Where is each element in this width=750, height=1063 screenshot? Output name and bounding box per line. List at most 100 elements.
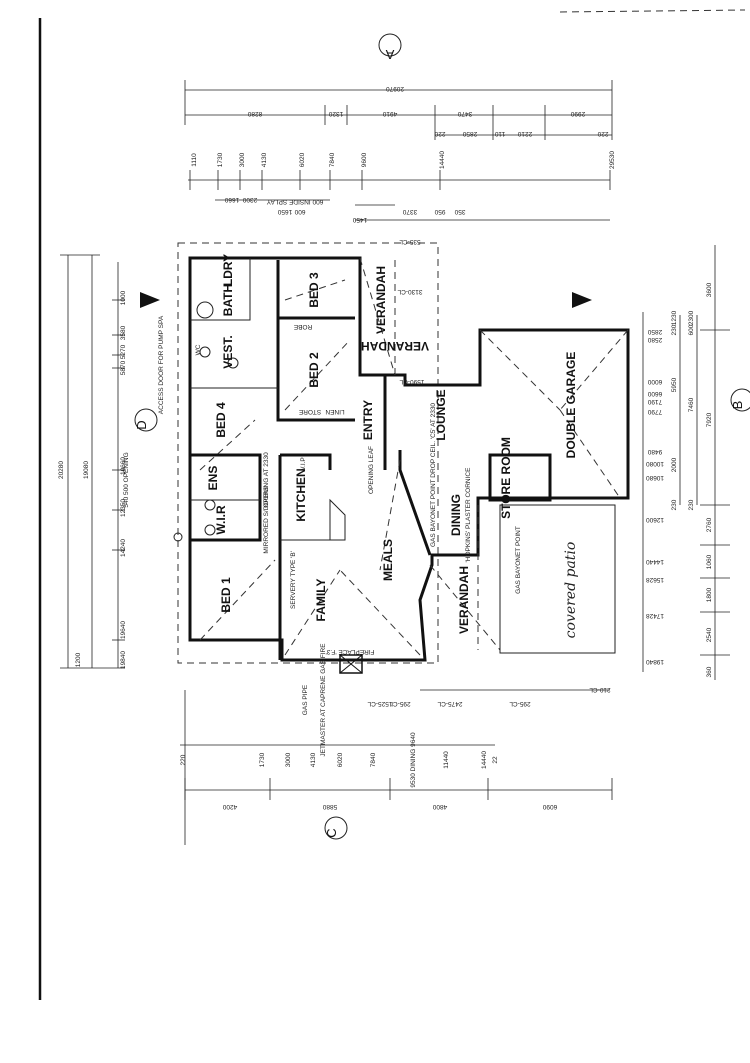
house-walls	[177, 242, 630, 664]
grid-marker-b: B	[730, 401, 745, 410]
room-label-wip: W.I.P	[300, 457, 307, 473]
dim-top-small: 110	[494, 130, 505, 137]
ceiling-note: 2475-CL	[437, 700, 462, 707]
dim-left-overall: 20280	[58, 461, 65, 479]
dim-top-chain: 3000	[239, 152, 246, 167]
dim-right-c: 1060	[706, 554, 713, 569]
dim-right-c: 2760	[706, 517, 713, 532]
ceiling-note: 295-CL	[509, 700, 531, 707]
dim-left-chain: 19840	[120, 651, 127, 669]
room-label-bed-3: BED 3	[307, 272, 321, 308]
dim-top-chain: 4130	[261, 152, 268, 167]
room-label-dining: DINING	[449, 494, 463, 536]
room-label-laundry: LDRY	[221, 254, 235, 286]
dim-top-small: 220	[434, 130, 445, 137]
ceiling-note: 295-CL	[389, 700, 411, 707]
dim-right-b: 230	[688, 499, 695, 510]
left-dimensions	[60, 254, 125, 669]
dim-right-a: 230	[671, 324, 678, 335]
dim-bottom-chain: 11440	[443, 751, 450, 769]
dim-right-chain: 9480	[647, 448, 662, 455]
dim-right-a: 5950	[671, 377, 678, 392]
dim-right-chain: 6600	[647, 390, 662, 397]
handwritten-note-covered-patio: covered patio	[563, 542, 579, 639]
room-label-bed-1: BED 1	[219, 577, 233, 613]
gas-bayonet-note: GAS BAYONET POINT	[515, 526, 522, 594]
dim-top-chain: 29530	[609, 151, 616, 169]
top-dimensions	[184, 80, 613, 221]
basin-icon	[227, 357, 239, 369]
dim-right-extra: 2300	[688, 310, 695, 325]
room-label-store: STORE	[298, 408, 321, 415]
dim-bottom-segment: 4200	[222, 803, 237, 810]
dim-right-b: 7460	[688, 397, 695, 412]
section-arrow-icon	[140, 292, 160, 308]
dim-left-chain: 1000	[120, 290, 127, 305]
dim-top-overall: 20970	[386, 85, 404, 92]
grid-markers	[134, 33, 750, 840]
ensuite-basin-icon	[204, 499, 216, 511]
dim-verandah: 1450	[352, 216, 367, 223]
dim-bottom-chain: 22	[492, 756, 499, 764]
opening-note: OPENING AT 2330	[263, 452, 270, 508]
dim-left-chain: 1200	[75, 652, 82, 667]
room-label-wir: W.I.R	[214, 505, 228, 535]
dim-bottom-chain: 14440	[481, 751, 488, 769]
dim-verandah: 950	[434, 208, 445, 215]
dim-left-chain: 10660	[120, 457, 127, 475]
dim-right-c: 2540	[706, 627, 713, 642]
opening-leaf-note: OPENING LEAF	[368, 446, 375, 494]
room-label-verandah: VERANDAH	[457, 566, 471, 634]
gas-pipe-icon	[173, 532, 183, 542]
dim-right-chain: 17428	[646, 612, 664, 619]
dim-bottom-chain: 3000	[285, 752, 292, 767]
covered-patio-outline	[499, 504, 616, 654]
servery-note: SERVERY TYPE 'B'	[290, 551, 297, 609]
dim-right-chain: 14440	[646, 558, 664, 565]
roof-hip-lines	[199, 257, 629, 656]
fireplace-label: FIREPLACE 'F.3'	[325, 648, 374, 655]
room-label-bath: BATH	[221, 284, 235, 316]
gas-bayonet-dining-note: GAS BAYONET POINT DROP CEIL. 'C5' AT 233…	[430, 403, 437, 547]
grid-marker-d: D	[134, 420, 149, 429]
dim-verandah: 350	[454, 208, 465, 215]
ceiling-note: 3130-CL	[397, 288, 422, 295]
room-label-double-garage: DOUBLE GARAGE	[564, 352, 578, 459]
room-label-kitchen: KITCHEN	[294, 468, 308, 521]
room-label-meals: MEALS	[381, 539, 395, 581]
ceiling-note: 210-CL	[589, 686, 611, 693]
room-label-bed-2: BED 2	[307, 352, 321, 388]
dim-right-chain: 12600	[646, 516, 664, 523]
dim-top-chain: 1730	[217, 152, 224, 167]
dim-bottom-chain: 220	[180, 754, 187, 765]
dim-top-chain: 1110	[191, 153, 198, 167]
dim-bottom-chain: 1730	[259, 752, 266, 767]
gas-pipe-note: GAS PIPE	[302, 684, 309, 715]
dim-bottom-segment: 4800	[432, 803, 447, 810]
dim-top-lower: 1650	[277, 208, 292, 215]
mirrored-doors-note: MIRRORED S/DOORS	[263, 486, 270, 554]
opening-500-note: 540 500 OPENING	[123, 452, 130, 507]
dim-bottom-chain: 9530 DINING 9640	[410, 732, 417, 788]
right-dimensions	[642, 245, 730, 680]
ensuite-basin-icon	[204, 524, 216, 536]
dim-bottom-chain: 7840	[370, 752, 377, 767]
dim-bottom-chain: 6020	[337, 752, 344, 767]
spa-icon	[196, 301, 214, 319]
dim-top-segment: 3470	[457, 110, 472, 117]
dim-right-c: 360	[706, 666, 713, 677]
room-label-family: FAMILY	[314, 579, 328, 622]
dim-top-small: 2850	[462, 130, 477, 137]
dim-right-chain: 10080	[646, 460, 664, 467]
room-label-robe: ROBE	[293, 323, 312, 330]
dim-right-c: 3600	[706, 282, 713, 297]
room-label-entry: ENTRY	[361, 400, 375, 440]
dim-verandah: 3370	[402, 208, 417, 215]
room-label-wc: WC	[195, 344, 202, 355]
dim-right-chain: 2580	[647, 336, 662, 343]
jetmaster-note: JETMASTER AT CAPRENE GAS FIRE	[320, 643, 327, 757]
dim-right-chain: 15628	[646, 576, 664, 583]
access-door-note: ACCESS DOOR FOR PUMP SPA	[158, 315, 165, 414]
dim-right-extra: 1230	[671, 310, 678, 325]
